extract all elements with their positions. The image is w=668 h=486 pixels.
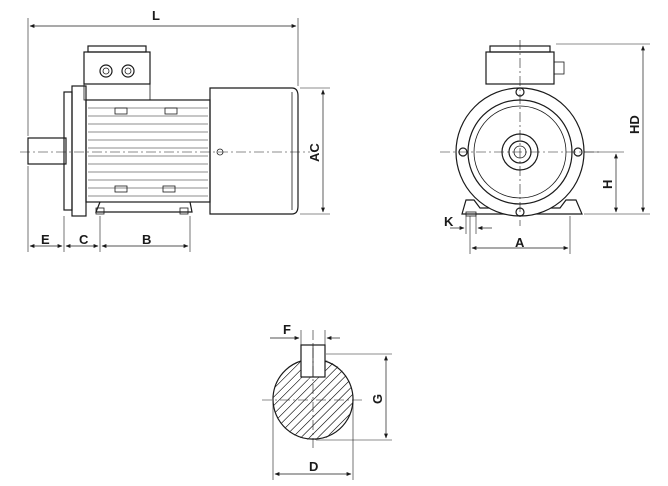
side-end-shield [71, 85, 87, 217]
side-terminal-base [83, 83, 151, 101]
front-view [440, 40, 600, 226]
dim-G-label: G [370, 394, 385, 404]
cable-gland-icon [99, 64, 113, 78]
front-cable-gland-icon [553, 61, 565, 75]
side-body [85, 99, 211, 203]
front-dimensions: HD H A K [444, 43, 650, 254]
dim-L-label: L [152, 8, 160, 23]
dim-C-label: C [79, 232, 89, 247]
dim-A-label: A [515, 235, 525, 250]
dim-AC-label: AC [307, 143, 322, 162]
side-end-flange [63, 91, 73, 211]
dim-E-label: E [41, 232, 50, 247]
side-cooling-fins [88, 107, 208, 197]
shaft-dimensions: F G D [270, 322, 392, 480]
dim-H-label: H [600, 180, 615, 189]
shaft-section-view [262, 330, 364, 450]
dim-HD-label: HD [627, 115, 642, 134]
side-shaft [27, 137, 67, 165]
side-boss-bottom-2 [162, 185, 176, 193]
side-foot [95, 201, 193, 213]
dim-K-label: K [444, 214, 454, 229]
side-terminal-box [83, 51, 151, 85]
side-terminal-lid [87, 45, 147, 53]
cable-gland-icon [121, 64, 135, 78]
side-boss-top-2 [164, 107, 178, 115]
side-dimensions: L AC E C B [27, 8, 330, 252]
side-fan-cover [209, 87, 299, 215]
dim-F-label: F [283, 322, 291, 337]
side-boss-bottom-1 [114, 185, 128, 193]
dim-D-label: D [309, 459, 318, 474]
front-foot [461, 199, 583, 215]
dim-B-label: B [142, 232, 151, 247]
side-view [20, 45, 310, 217]
side-boss-top-1 [114, 107, 128, 115]
